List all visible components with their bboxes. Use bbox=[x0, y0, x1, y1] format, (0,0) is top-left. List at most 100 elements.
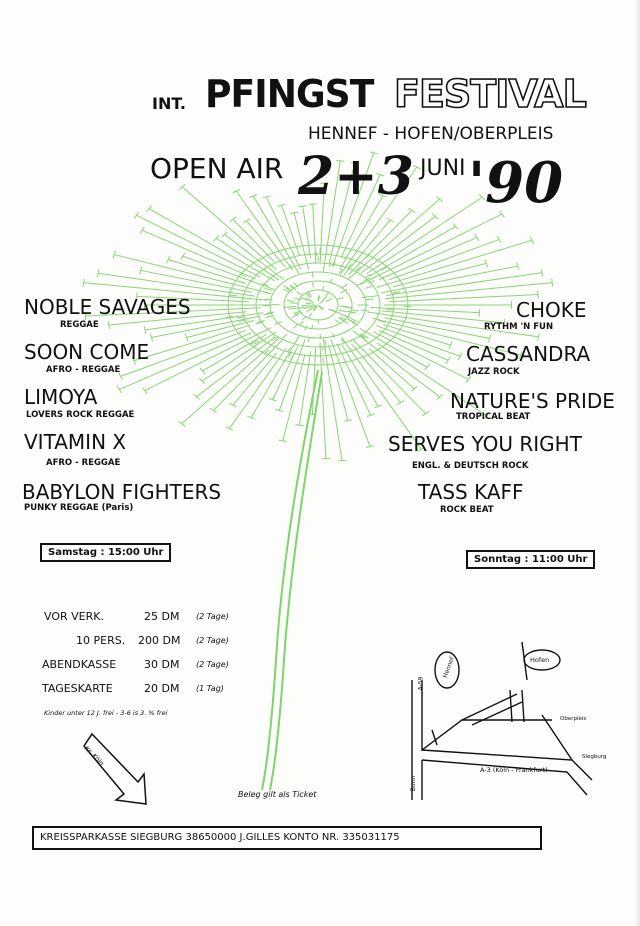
dandelion-texture bbox=[239, 273, 247, 278]
dandelion-texture bbox=[356, 281, 364, 286]
dandelion-seed-tuft bbox=[365, 445, 374, 449]
dandelion-texture bbox=[264, 298, 273, 301]
dandelion-seed-tuft bbox=[139, 226, 145, 234]
dandelion-texture bbox=[312, 306, 318, 312]
dandelion-seed-tuft bbox=[112, 250, 117, 259]
dandelion-seed bbox=[168, 259, 245, 284]
dandelion-texture bbox=[283, 288, 291, 293]
dandelion-seed-tuft bbox=[193, 393, 200, 400]
dandelion-seed bbox=[388, 294, 538, 303]
dandelion-texture bbox=[361, 295, 370, 299]
price-label: ABENDKASSE bbox=[42, 658, 117, 671]
dandelion-seed bbox=[213, 339, 283, 411]
dandelion-texture bbox=[225, 315, 234, 318]
dandelion-texture bbox=[331, 332, 336, 339]
dandelion-seed bbox=[322, 338, 343, 461]
dandelion-seed bbox=[340, 174, 381, 259]
dandelion-seed bbox=[119, 332, 252, 390]
dandelion-seed-tuft bbox=[107, 320, 110, 330]
dandelion-seed-tuft bbox=[298, 205, 307, 208]
band-name: VITAMIN X bbox=[24, 430, 127, 454]
dandelion-seed-tuft bbox=[436, 196, 444, 203]
dandelion-texture bbox=[311, 324, 314, 330]
price-value: 200 DM bbox=[138, 634, 181, 647]
price-note: (2 Tage) bbox=[196, 660, 229, 669]
dandelion-texture bbox=[369, 295, 378, 298]
dandelion-texture bbox=[344, 306, 353, 309]
dandelion-texture bbox=[265, 315, 274, 319]
dandelion-seed-tuft bbox=[445, 356, 451, 364]
band-name: SERVES YOU RIGHT bbox=[388, 432, 582, 456]
dandelion-texture bbox=[325, 291, 330, 297]
dandelion-seed bbox=[282, 354, 306, 441]
dandelion-texture bbox=[350, 318, 358, 322]
dandelion-seed-tuft bbox=[417, 447, 426, 452]
dandelion-texture bbox=[305, 302, 314, 305]
band-name: CHOKE bbox=[516, 298, 587, 322]
dandelion-texture bbox=[250, 340, 258, 345]
dandelion-texture bbox=[308, 312, 313, 318]
dandelion-seed-tuft bbox=[478, 194, 486, 201]
dandelion-texture bbox=[287, 352, 292, 358]
dandelion-seed bbox=[328, 344, 349, 421]
dandelion-texture bbox=[338, 268, 343, 274]
dandelion-texture bbox=[311, 282, 315, 288]
dandelion-seed-tuft bbox=[518, 351, 523, 360]
dandelion-seed-tuft bbox=[149, 333, 154, 342]
dandelion-seed-tuft bbox=[374, 404, 383, 409]
dandelion-texture bbox=[228, 294, 237, 297]
dandelion-seed-tuft bbox=[503, 318, 506, 327]
dandelion-texture bbox=[338, 317, 345, 322]
dandelion-seed-tuft bbox=[350, 162, 359, 165]
dandelion-seed-tuft bbox=[139, 266, 143, 275]
map-road-a3: A-3 (Köln - Frankfurt) bbox=[480, 766, 548, 774]
dandelion-seed-tuft bbox=[483, 412, 490, 419]
dandelion-seed-tuft bbox=[249, 193, 258, 198]
dandelion-seed-tuft bbox=[262, 195, 271, 199]
dandelion-texture bbox=[263, 312, 272, 316]
dandelion-seed bbox=[367, 311, 539, 338]
dandelion-seed-tuft bbox=[268, 398, 277, 402]
dandelion-seed bbox=[366, 196, 483, 275]
dandelion-seed-tuft bbox=[229, 402, 237, 408]
dandelion-seed-tuft bbox=[488, 334, 492, 343]
juni: JUNI bbox=[420, 156, 466, 181]
dandelion-texture bbox=[304, 325, 308, 331]
band-genre: TROPICAL BEAT bbox=[456, 412, 531, 422]
band-name: TASS KAFF bbox=[418, 480, 524, 504]
dandelion-seed bbox=[120, 329, 247, 377]
dandelion-seed bbox=[272, 345, 299, 400]
dandelion-texture bbox=[318, 295, 321, 301]
dandelion-seed-tuft bbox=[277, 203, 286, 207]
dandelion-seed-tuft bbox=[516, 262, 520, 271]
dandelion-seed-tuft bbox=[229, 216, 237, 222]
dandelion-seed bbox=[372, 331, 469, 380]
dandelion-seed bbox=[339, 195, 384, 270]
dandelion-seed bbox=[252, 195, 300, 275]
dandelion-seed bbox=[148, 208, 276, 282]
dandelion-texture bbox=[301, 315, 307, 321]
dandelion-texture bbox=[359, 334, 366, 340]
dandelion-texture bbox=[328, 261, 332, 268]
map-hofen: Hofen bbox=[530, 656, 550, 664]
dandelion-seed bbox=[265, 196, 302, 270]
dandelion-seed bbox=[353, 346, 402, 403]
dandelion-seed-tuft bbox=[422, 410, 430, 417]
dandelion-seed-tuft bbox=[431, 213, 439, 220]
dandelion-texture bbox=[339, 316, 347, 321]
dandelion-texture bbox=[318, 305, 325, 310]
dandelion-texture bbox=[322, 296, 328, 301]
dandelion-texture bbox=[295, 311, 303, 316]
dandelion-seed-tuft bbox=[551, 278, 554, 287]
dandelion-texture bbox=[378, 319, 386, 323]
dandelion-texture bbox=[340, 338, 345, 344]
dandelion-texture bbox=[319, 299, 325, 305]
dandelion-seed-tuft bbox=[295, 424, 304, 427]
dandelion-seed-tuft bbox=[199, 367, 206, 375]
dandelion-seed bbox=[368, 347, 415, 390]
dandelion-seed bbox=[232, 352, 278, 406]
dandelion-head bbox=[283, 280, 353, 330]
dandelion-texture bbox=[290, 355, 294, 361]
dandelion-seed bbox=[392, 262, 487, 288]
dandelion-texture bbox=[253, 340, 261, 345]
